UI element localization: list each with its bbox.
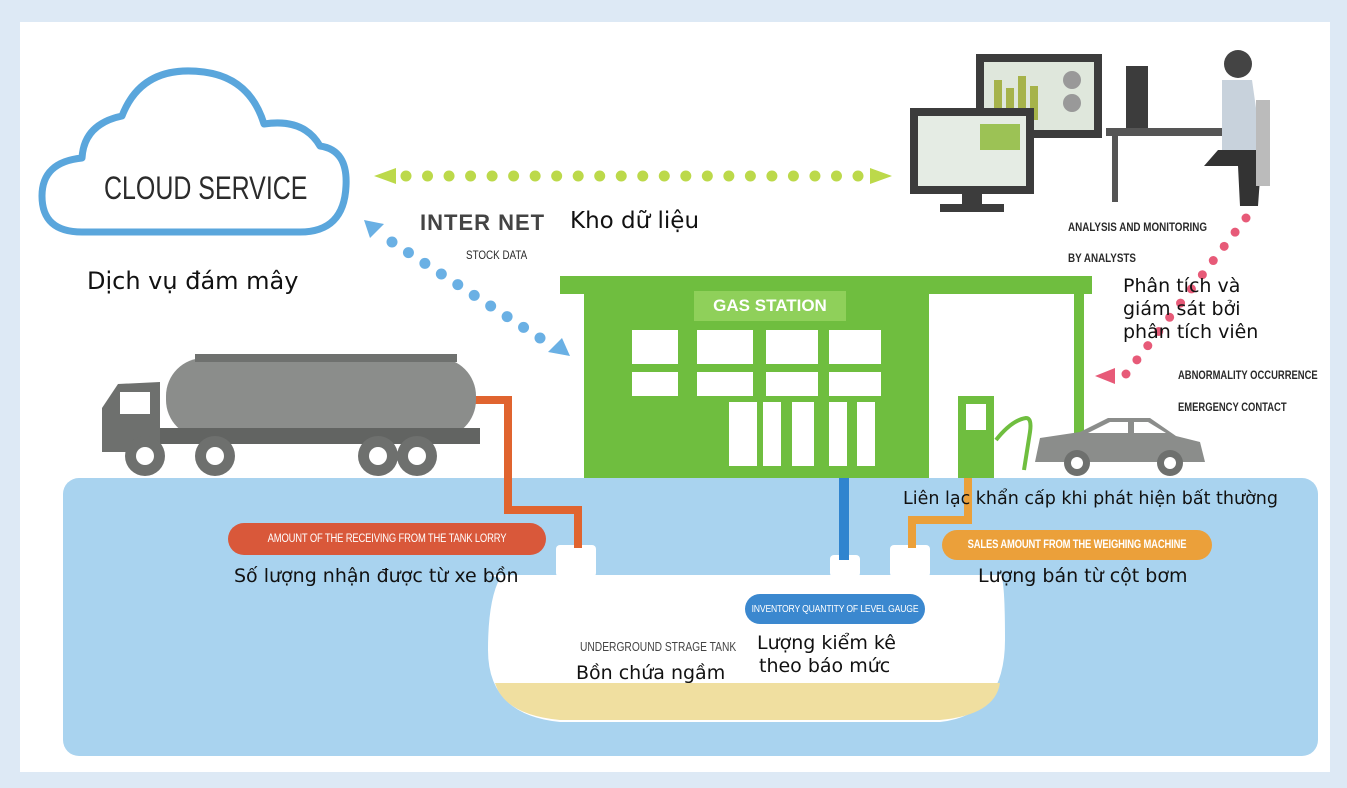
connection-dot [594, 170, 606, 182]
connection-dot [809, 170, 821, 182]
connection-dot [723, 170, 735, 182]
connection-dot [468, 289, 480, 301]
inventory-pill [745, 594, 925, 624]
connection-dot [534, 332, 546, 344]
receiving-pipe [470, 396, 582, 548]
connection-dot [787, 170, 799, 182]
analysis-vn-line2: giám sát bởi [1123, 298, 1241, 320]
analyst-workstation [910, 50, 1270, 212]
tank-label: UNDERGROUND STRAGE TANK [580, 640, 737, 654]
connection-dot [1208, 256, 1218, 266]
connection-dot [443, 170, 455, 182]
abnormality-vn-label: Liên lạc khẩn cấp khi phát hiện bất thườ… [903, 489, 1279, 509]
connection-dot [465, 170, 477, 182]
connection-dot [419, 257, 431, 269]
gas-station-label: GAS STATION [713, 296, 827, 315]
inventory-vn-line2: theo báo mức [759, 655, 891, 677]
connection-dot [551, 170, 563, 182]
connection-dot [1230, 227, 1240, 237]
cloud-service-label: CLOUD SERVICE [104, 170, 308, 206]
connection-dot [830, 170, 842, 182]
connection-dot [422, 170, 434, 182]
connection-dot [485, 300, 497, 312]
internet-link-diagonal [364, 220, 570, 356]
analysis-vn-line1: Phân tích và [1123, 275, 1241, 297]
internet-link-horizontal [374, 168, 892, 184]
connection-dot [637, 170, 649, 182]
receiving-pill [228, 523, 546, 555]
cloud-service-vn-label: Dịch vụ đám mây [87, 267, 299, 295]
tank-lorry [102, 354, 480, 476]
connection-dot [1219, 241, 1229, 251]
connection-dot [402, 247, 414, 259]
connection-dot [508, 170, 520, 182]
sales-pipe [908, 478, 972, 548]
connection-dot [1121, 369, 1131, 379]
analysis-label-line2: BY ANALYSTS [1068, 251, 1136, 265]
connection-dot [572, 170, 584, 182]
connection-dot [744, 170, 756, 182]
abnormality-label-line2: EMERGENCY CONTACT [1178, 402, 1287, 414]
connection-dot [386, 236, 398, 248]
connection-dot [518, 321, 530, 333]
connection-dot [658, 170, 670, 182]
connection-dot [1154, 326, 1164, 336]
level-gauge-pipe [839, 476, 849, 560]
inventory-vn-line1: Lượng kiểm kê [757, 632, 896, 654]
connection-dot [615, 170, 627, 182]
emergency-link [1095, 213, 1251, 384]
connection-dot [852, 170, 864, 182]
sales-pill [942, 530, 1212, 560]
gas-station-building [560, 276, 1092, 478]
sales-vn-label: Lượng bán từ cột bơm [978, 565, 1188, 587]
stock-data-label: STOCK DATA [466, 248, 528, 262]
inventory-pill-text: INVENTORY QUANTITY OF LEVEL GAUGE [751, 603, 919, 615]
connection-dot [680, 170, 692, 182]
analysis-label-line1: ANALYSIS AND MONITORING [1068, 220, 1208, 234]
connection-dot [701, 170, 713, 182]
connection-dot [486, 170, 498, 182]
tank-vn-label: Bồn chứa ngầm [576, 662, 726, 684]
connection-dot [501, 311, 513, 323]
connection-dot [1176, 298, 1186, 308]
cloud-shape [38, 67, 350, 236]
connection-dot [1165, 312, 1175, 322]
internet-vn-label: Kho dữ liệu [570, 208, 700, 234]
internet-label: INTER NET [420, 210, 546, 235]
connection-dot [1241, 213, 1251, 223]
receiving-vn-label: Số lượng nhận được từ xe bồn [234, 565, 519, 587]
connection-dot [1186, 284, 1196, 294]
car [1035, 418, 1205, 476]
abnormality-label-line1: ABNORMALITY OCCURRENCE [1178, 370, 1318, 382]
connection-dot [1197, 270, 1207, 280]
sales-pill-text: SALES AMOUNT FROM THE WEIGHING MACHINE [967, 539, 1187, 551]
connection-dot [766, 170, 778, 182]
connection-dot [1143, 341, 1153, 351]
connection-dot [529, 170, 541, 182]
receiving-pill-text: AMOUNT OF THE RECEIVING FROM THE TANK LO… [267, 533, 507, 545]
connection-dot [452, 279, 464, 291]
connection-dot [1132, 355, 1142, 365]
connection-dot [400, 170, 412, 182]
analysis-vn-line3: phân tích viên [1123, 321, 1259, 343]
connection-dot [435, 268, 447, 280]
